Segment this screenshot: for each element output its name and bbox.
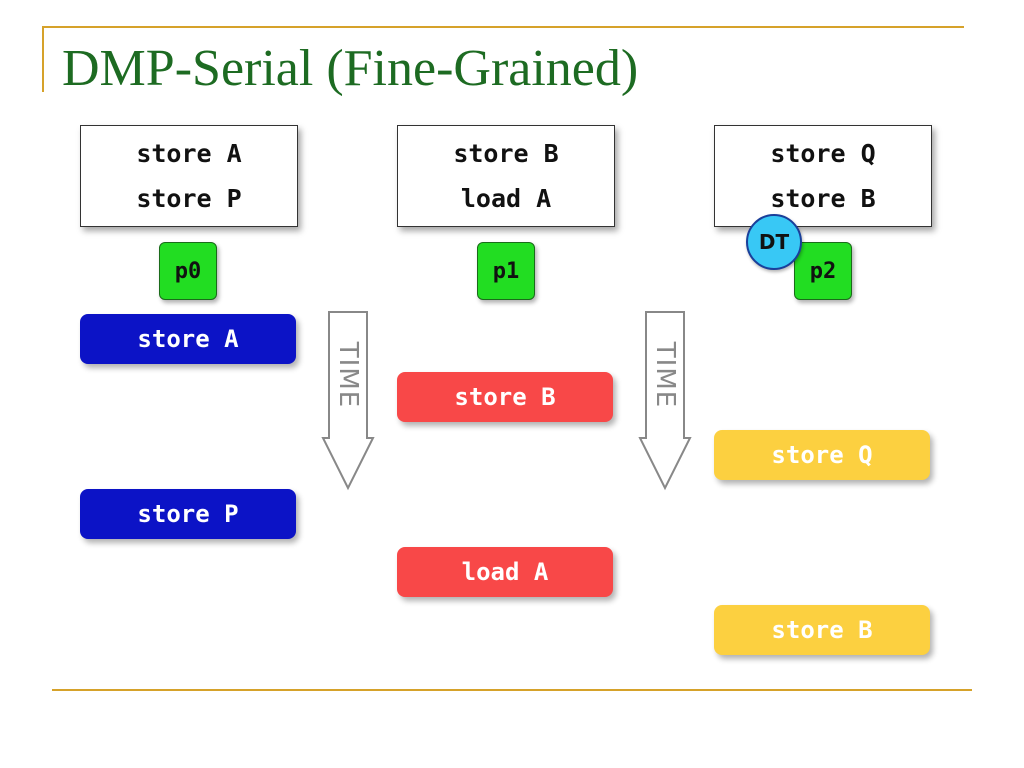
time-label-wrap: TIME — [321, 322, 375, 428]
thread-2-code-line: store B — [770, 184, 876, 213]
time-label-wrap: TIME — [638, 322, 692, 428]
time-arrow-1: TIME — [321, 310, 375, 492]
thread-2-code-line: store Q — [770, 139, 876, 168]
left-rule — [42, 26, 44, 92]
timeline-op: store A — [80, 314, 296, 364]
slide-title: DMP-Serial (Fine-Grained) — [62, 40, 639, 97]
thread-0-code-line: store P — [136, 184, 242, 213]
processor-p2: p2 — [794, 242, 852, 300]
top-rule — [42, 26, 964, 28]
timeline-op: store Q — [714, 430, 930, 480]
thread-0-code-line: store A — [136, 139, 242, 168]
bottom-rule — [52, 689, 972, 691]
thread-1-code-box: store B load A — [397, 125, 615, 227]
thread-1-code-line: store B — [453, 139, 559, 168]
processor-p0: p0 — [159, 242, 217, 300]
timeline-op: load A — [397, 547, 613, 597]
time-arrow-2: TIME — [638, 310, 692, 492]
thread-1-code-line: load A — [460, 184, 552, 213]
thread-0-code-box: store A store P — [80, 125, 298, 227]
processor-p1: p1 — [477, 242, 535, 300]
time-label: TIME — [650, 341, 681, 409]
time-label: TIME — [333, 341, 364, 409]
timeline-op: store B — [397, 372, 613, 422]
deterministic-token-badge: DT — [746, 214, 802, 270]
down-arrow-icon — [638, 311, 692, 491]
thread-2-code-box: store Q store B — [714, 125, 932, 227]
down-arrow-icon — [321, 311, 375, 491]
timeline-op: store B — [714, 605, 930, 655]
timeline-op: store P — [80, 489, 296, 539]
